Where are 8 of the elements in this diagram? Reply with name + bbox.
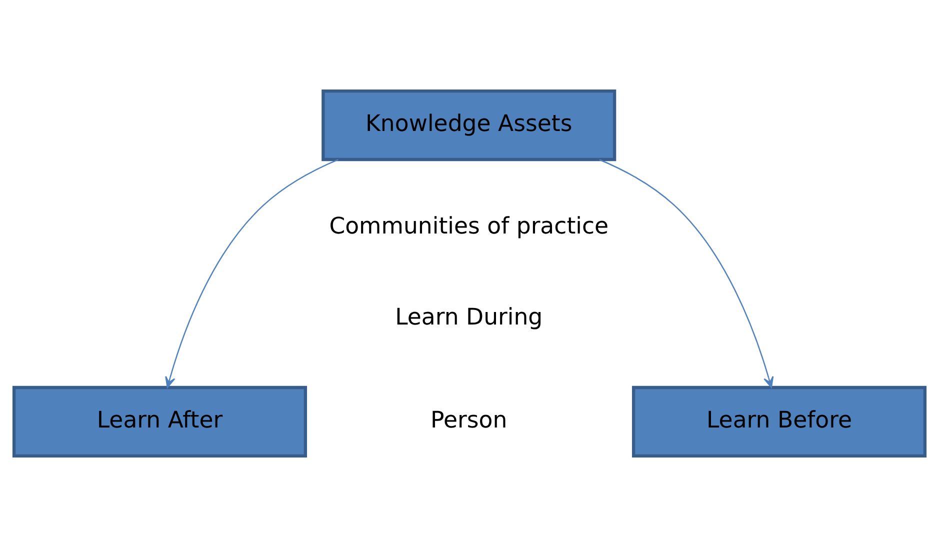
node-box: Learn Before — [632, 386, 927, 458]
arrow — [165, 158, 339, 388]
label: Person — [430, 407, 508, 434]
node-box: Knowledge Assets — [322, 89, 616, 162]
label: Communities of practice — [329, 213, 609, 240]
arrow — [599, 159, 774, 388]
label: Learn During — [395, 304, 543, 331]
node-box: Learn After — [12, 386, 308, 458]
